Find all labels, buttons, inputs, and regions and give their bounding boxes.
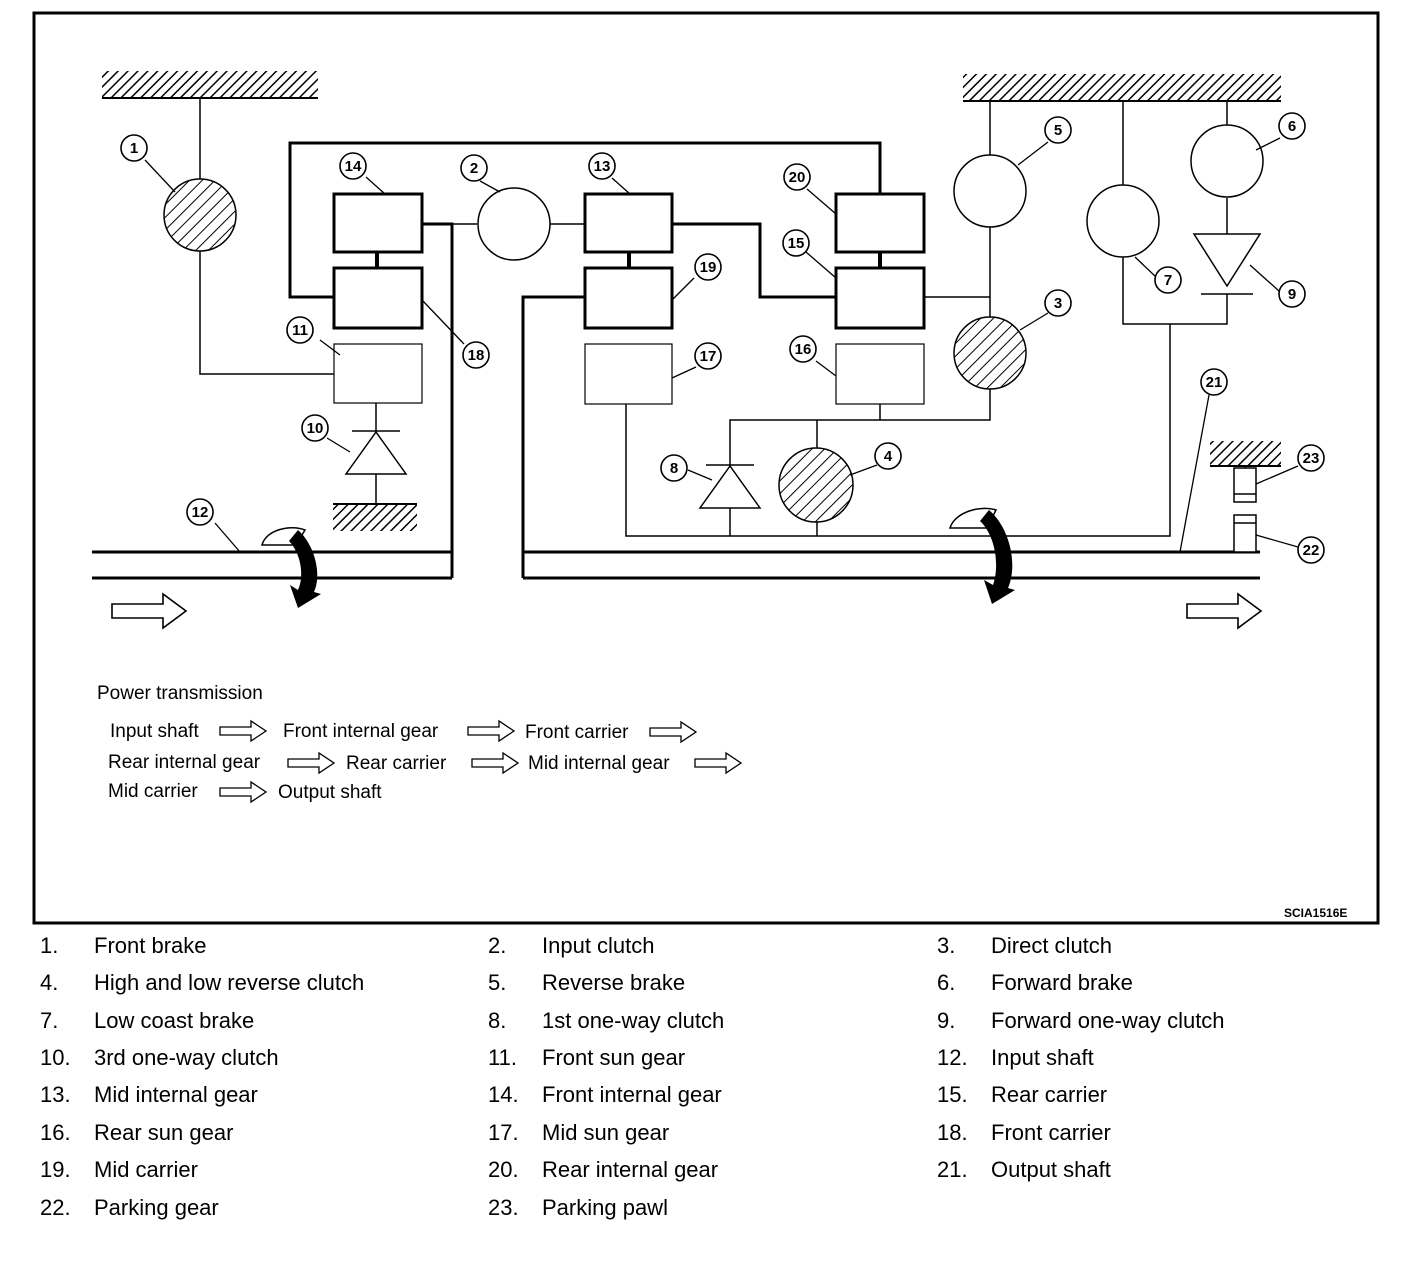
callout-6: 6 xyxy=(1288,118,1296,135)
output-flow-arrow xyxy=(1186,592,1263,630)
callout-23: 23 xyxy=(1303,450,1320,467)
gear-boxes xyxy=(332,192,926,405)
input-flow-arrow xyxy=(111,592,188,630)
callout-8: 8 xyxy=(670,460,678,477)
mid-carrier-box xyxy=(583,266,674,330)
arrow-icon xyxy=(219,780,268,804)
arrow-icon xyxy=(287,751,336,775)
direct-clutch-circle xyxy=(953,316,1027,390)
callout-2: 2 xyxy=(470,160,478,177)
callout-7: 7 xyxy=(1164,272,1172,289)
forward-one-way-clutch-symbol xyxy=(1192,233,1262,288)
callout-12: 12 xyxy=(192,504,209,521)
power-transmission-block: Power transmission Input shaft Front int… xyxy=(97,683,670,803)
callout-leaders xyxy=(144,137,1299,553)
pt-line3-item1: Mid carrier xyxy=(108,781,198,802)
forward-brake-circle xyxy=(1190,124,1264,198)
callout-16: 16 xyxy=(795,341,812,358)
pt-line1-item2: Front internal gear xyxy=(283,721,439,742)
callout-13: 13 xyxy=(594,158,611,175)
callout-18: 18 xyxy=(468,347,485,364)
callout-markers xyxy=(120,112,1325,564)
pt-line2-item3: Mid internal gear xyxy=(528,753,670,774)
callout-5: 5 xyxy=(1054,122,1062,139)
clutch-brake-circles xyxy=(163,124,1264,523)
arrow-icon xyxy=(467,719,516,743)
callout-15: 15 xyxy=(788,235,805,252)
parking-symbols xyxy=(1233,467,1257,553)
pt-line1-item3: Front carrier xyxy=(525,722,629,743)
high-low-reverse-clutch-circle xyxy=(778,447,854,523)
callout-11: 11 xyxy=(292,322,308,339)
callout-numbers: 1 2 3 4 5 6 7 8 9 10 11 12 13 14 15 16 1… xyxy=(130,118,1320,559)
parking-pawl-symbol xyxy=(1233,467,1257,503)
arrow-icon xyxy=(694,751,743,775)
callout-20: 20 xyxy=(789,169,806,186)
callout-10: 10 xyxy=(307,420,324,437)
callout-9: 9 xyxy=(1288,286,1296,303)
front-carrier-box xyxy=(332,266,424,330)
callout-14: 14 xyxy=(345,158,362,175)
callout-1: 1 xyxy=(130,140,138,157)
pt-arrows xyxy=(219,719,743,804)
pt-line2-item2: Rear carrier xyxy=(346,753,447,774)
parts-legend: 1.Front brake 2.Input clutch 3.Direct cl… xyxy=(40,933,1225,1220)
callout-22: 22 xyxy=(1303,542,1320,559)
arrow-icon xyxy=(471,751,520,775)
rear-carrier-box xyxy=(834,266,926,330)
power-transmission-title: Power transmission xyxy=(97,683,263,704)
diagram-code: SCIA1516E xyxy=(1284,906,1347,920)
callout-17: 17 xyxy=(700,348,717,365)
reverse-brake-circle xyxy=(953,154,1027,228)
flow-arrows xyxy=(111,592,1263,630)
callout-4: 4 xyxy=(884,448,893,465)
front-sun-gear-box xyxy=(333,343,423,404)
pt-line3-item2: Output shaft xyxy=(278,782,382,803)
low-coast-brake-circle xyxy=(1086,184,1160,258)
parking-gear-symbol xyxy=(1233,514,1257,553)
thick-links xyxy=(288,141,882,578)
rotation-arrows xyxy=(261,507,1015,608)
rear-internal-gear-box xyxy=(834,192,926,254)
arrow-icon xyxy=(219,719,268,743)
shafts xyxy=(92,550,1260,580)
front-brake-circle xyxy=(163,178,237,252)
mid-sun-gear-box xyxy=(584,343,673,405)
third-one-way-clutch-symbol xyxy=(344,430,408,475)
first-one-way-clutch-symbol xyxy=(698,464,762,509)
one-way-clutches xyxy=(344,233,1262,509)
input-clutch-circle xyxy=(477,187,551,261)
diagram-frame xyxy=(32,11,1380,925)
mid-internal-gear-box xyxy=(583,192,674,254)
rear-sun-gear-box xyxy=(835,343,925,405)
pt-line1-item1: Input shaft xyxy=(110,721,199,742)
pt-line2-item1: Rear internal gear xyxy=(108,752,261,773)
callout-21: 21 xyxy=(1206,374,1223,391)
callout-3: 3 xyxy=(1054,295,1062,312)
ground-hatches xyxy=(102,71,1281,531)
front-internal-gear-box xyxy=(332,192,424,254)
callout-19: 19 xyxy=(700,259,717,276)
arrow-icon xyxy=(649,720,698,744)
